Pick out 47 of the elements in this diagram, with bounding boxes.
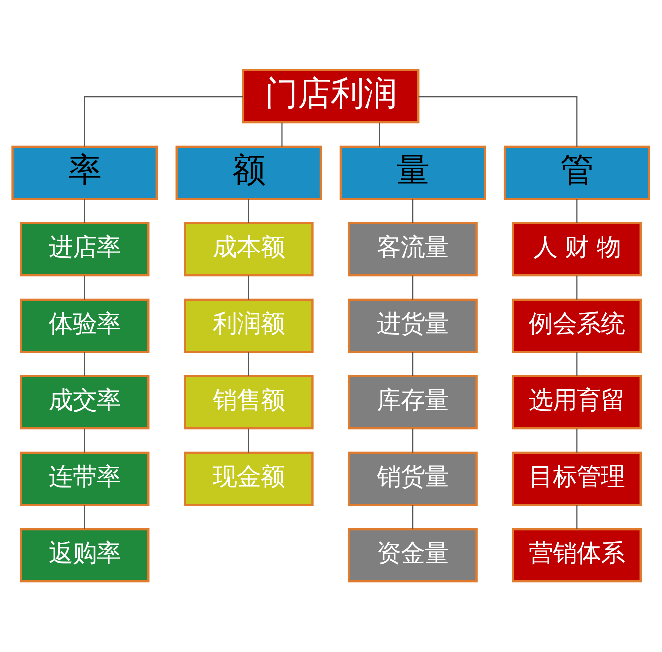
node-box: 销货量: [348, 452, 478, 506]
node-box: 库存量: [348, 375, 478, 430]
node-box: 资金量: [348, 528, 478, 583]
connector: [576, 199, 578, 224]
node-box: 返购率: [20, 528, 150, 583]
connector: [282, 122, 283, 147]
node-box: 进店率: [20, 222, 150, 277]
node-box: 成交率: [20, 375, 150, 430]
connector: [84, 276, 86, 300]
connector: [379, 122, 380, 147]
connector: [84, 505, 86, 530]
connector: [418, 96, 578, 147]
connector: [576, 428, 578, 453]
node-box: 进货量: [348, 298, 478, 354]
node-box: 量: [340, 146, 486, 200]
node-box: 销售额: [184, 375, 314, 430]
connector: [576, 352, 578, 376]
node-box: 门店利润: [242, 69, 420, 124]
connector: [576, 276, 578, 300]
connector: [412, 505, 414, 530]
connector: [248, 199, 250, 224]
node-box: 率: [12, 146, 158, 200]
node-box: 成本额: [184, 222, 314, 277]
node-box: 人 财 物: [512, 222, 642, 277]
node-box: 目标管理: [512, 452, 642, 506]
node-box: 现金额: [184, 452, 314, 506]
node-box: 额: [176, 146, 322, 200]
node-box: 管: [504, 146, 650, 200]
connector: [84, 96, 244, 147]
connector: [84, 428, 86, 453]
connector: [412, 428, 414, 453]
connector: [412, 199, 414, 224]
connector: [248, 428, 250, 453]
connector: [84, 352, 86, 376]
connector: [248, 276, 250, 300]
node-box: 利润额: [184, 298, 314, 354]
connector: [248, 352, 250, 376]
node-box: 连带率: [20, 452, 150, 506]
connector: [84, 199, 86, 224]
connector: [576, 505, 578, 530]
node-box: 例会系统: [512, 298, 642, 354]
node-box: 体验率: [20, 298, 150, 354]
connector: [412, 276, 414, 300]
connector: [412, 352, 414, 376]
node-box: 营销体系: [512, 528, 642, 583]
node-box: 客流量: [348, 222, 478, 277]
node-box: 选用育留: [512, 375, 642, 430]
